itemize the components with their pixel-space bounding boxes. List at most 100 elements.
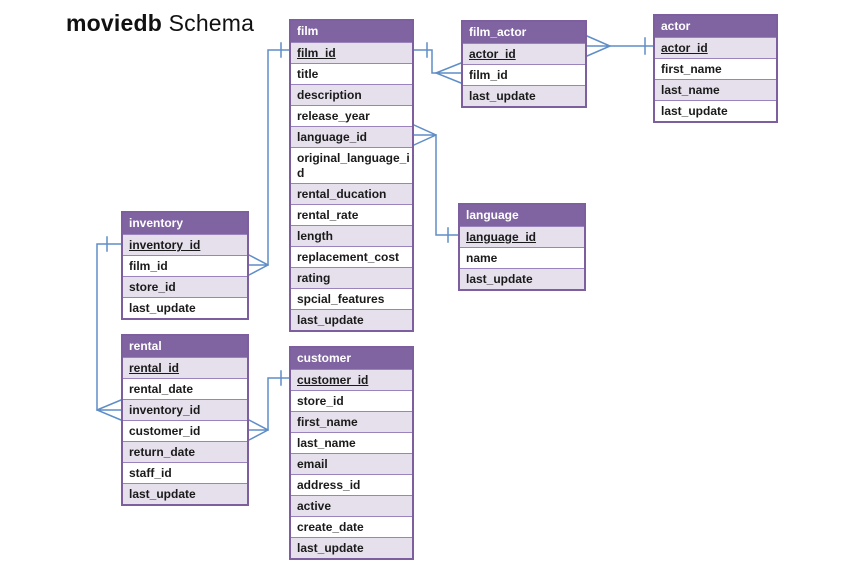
field-row: language_id <box>460 226 584 247</box>
primary-key-field: actor_id <box>661 41 708 55</box>
field-label: customer_id <box>129 424 201 438</box>
field-label: address_id <box>297 478 361 492</box>
field-label: staff_id <box>129 466 172 480</box>
field-row: last_update <box>291 537 412 558</box>
field-row: customer_id <box>291 369 412 390</box>
field-row: customer_id <box>123 420 247 441</box>
connector-inventory-rental <box>96 236 122 421</box>
field-row: rental_id <box>123 357 247 378</box>
primary-key-field: language_id <box>466 230 537 244</box>
field-row: inventory_id <box>123 399 247 420</box>
field-label: last_update <box>466 272 533 286</box>
field-label: active <box>297 499 332 513</box>
field-row: last_update <box>123 483 247 504</box>
field-label: release_year <box>297 109 370 123</box>
field-row: last_update <box>463 85 585 106</box>
field-label: rental_rate <box>297 208 359 222</box>
page-title: moviedb Schema <box>66 10 254 37</box>
field-label: return_date <box>129 445 196 459</box>
field-label: last_update <box>297 313 364 327</box>
field-label: last_update <box>469 89 536 103</box>
field-row: staff_id <box>123 462 247 483</box>
table-film-actor: film_actor actor_id film_id last_update <box>461 20 587 108</box>
field-row: original_language_id <box>291 147 412 183</box>
table-title: film <box>291 21 412 42</box>
primary-key-field: inventory_id <box>129 238 201 252</box>
table-actor: actor actor_id first_name last_name last_upd… <box>653 14 778 123</box>
field-label: film_id <box>469 68 508 82</box>
field-label: email <box>297 457 328 471</box>
field-row: description <box>291 84 412 105</box>
table-title: customer <box>291 348 412 369</box>
field-row: title <box>291 63 412 84</box>
field-label: spcial_features <box>297 292 385 306</box>
field-row: email <box>291 453 412 474</box>
field-row: return_date <box>123 441 247 462</box>
field-label: last_update <box>129 301 196 315</box>
field-label: last_update <box>297 541 364 555</box>
field-row: address_id <box>291 474 412 495</box>
field-row: film_id <box>291 42 412 63</box>
table-title: film_actor <box>463 22 585 43</box>
connector-customer-rental <box>247 370 290 442</box>
table-title: language <box>460 205 584 226</box>
field-label: store_id <box>129 280 176 294</box>
field-row: film_id <box>463 64 585 85</box>
field-row: first_name <box>655 58 776 79</box>
field-label: length <box>297 229 333 243</box>
field-label: first_name <box>297 415 358 429</box>
field-row: last_name <box>291 432 412 453</box>
field-label: title <box>297 67 319 81</box>
field-row: rental_date <box>123 378 247 399</box>
connector-film-film_actor <box>413 42 462 84</box>
field-row: last_update <box>655 100 776 121</box>
field-row: last_update <box>123 297 247 318</box>
field-row: first_name <box>291 411 412 432</box>
field-row: last_update <box>460 268 584 289</box>
field-label: create_date <box>297 520 364 534</box>
field-row: actor_id <box>463 43 585 64</box>
primary-key-field: film_id <box>297 46 336 60</box>
field-row: rental_ducation <box>291 183 412 204</box>
table-title: actor <box>655 16 776 37</box>
field-row: actor_id <box>655 37 776 58</box>
field-row: create_date <box>291 516 412 537</box>
field-label: rental_date <box>129 382 194 396</box>
table-title: rental <box>123 336 247 357</box>
field-label: film_id <box>129 259 168 273</box>
field-label: last_name <box>661 83 720 97</box>
field-row: last_name <box>655 79 776 100</box>
field-row: last_update <box>291 309 412 330</box>
field-row: rating <box>291 267 412 288</box>
field-label: description <box>297 88 362 102</box>
field-row: spcial_features <box>291 288 412 309</box>
field-row: active <box>291 495 412 516</box>
field-label: last_update <box>661 104 728 118</box>
field-label: replacement_cost <box>297 250 400 264</box>
connector-language-film <box>413 124 459 243</box>
field-label: last_update <box>129 487 196 501</box>
field-label: rating <box>297 271 331 285</box>
field-row: language_id <box>291 126 412 147</box>
title-db-name: moviedb <box>66 10 162 36</box>
field-row: length <box>291 225 412 246</box>
field-label: rental_ducation <box>297 187 387 201</box>
field-label: original_language_id <box>297 151 410 180</box>
field-label: last_name <box>297 436 356 450</box>
field-label: store_id <box>297 394 344 408</box>
field-label: inventory_id <box>129 403 201 417</box>
primary-key-field: rental_id <box>129 361 180 375</box>
field-row: store_id <box>123 276 247 297</box>
field-row: film_id <box>123 255 247 276</box>
table-title: inventory <box>123 213 247 234</box>
connector-film-inventory <box>247 42 290 277</box>
field-row: inventory_id <box>123 234 247 255</box>
primary-key-field: actor_id <box>469 47 516 61</box>
title-suffix: Schema <box>168 10 255 36</box>
field-label: name <box>466 251 498 265</box>
